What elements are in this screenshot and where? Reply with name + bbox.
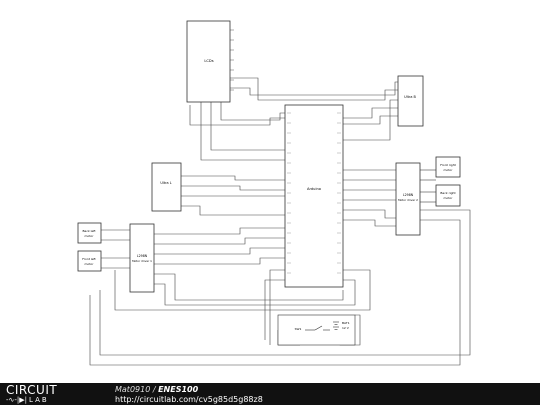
ultrasonic-l-component[interactable]: Ultra L xyxy=(151,162,182,212)
arduino-label: Arduino xyxy=(307,187,321,191)
motor-back-left-component[interactable]: Back left motor xyxy=(77,222,102,244)
motor-front-left-sublabel: motor xyxy=(84,262,94,266)
motor-front-right-component[interactable]: Front right motor xyxy=(435,156,461,178)
logo-top-text: CIRCUIT xyxy=(6,383,58,397)
motor-back-left-sublabel: motor xyxy=(84,234,94,238)
footer-bar: CIRCUIT -∿-|▶| LAB Mat0910 / ENES100 htt… xyxy=(0,383,540,405)
credit-block: Mat0910 / ENES100 http://circuitlab.com/… xyxy=(115,385,263,404)
motor-front-right-sublabel: motor xyxy=(443,168,453,172)
logo-bottom-text: LAB xyxy=(29,396,49,404)
lcd-pins xyxy=(230,29,234,91)
lcd-component[interactable]: LCDs xyxy=(186,20,234,103)
motor-back-left-label: Back left xyxy=(82,229,96,233)
battery-symbol xyxy=(333,321,339,330)
arduino-component[interactable]: Arduino xyxy=(284,104,344,288)
motor-driver-2-label: L298N xyxy=(403,193,414,197)
motor-front-right-label: Front right xyxy=(440,163,456,167)
resistor-icon: -∿-|▶| xyxy=(6,396,28,404)
circuit-url[interactable]: http://circuitlab.com/cv5g85d5g88z8 xyxy=(115,395,263,404)
switch-label: SW1 xyxy=(295,327,302,331)
title-separator: / xyxy=(150,385,159,394)
lcd-label: LCDs xyxy=(204,59,213,63)
motor-front-left-label: Front left xyxy=(82,257,96,261)
motor-back-right-component[interactable]: Back right motor xyxy=(435,184,461,207)
power-section[interactable]: SW1 BAT1 12 V xyxy=(277,314,356,346)
battery-value: 12 V xyxy=(342,326,350,330)
motor-driver-2-component[interactable]: L298N Motor driver 2 xyxy=(395,162,421,236)
motor-back-right-sublabel: motor xyxy=(443,196,453,200)
battery-label: BAT1 xyxy=(342,321,350,325)
wires xyxy=(89,77,471,366)
motor-front-left-component[interactable]: Front left motor xyxy=(77,250,102,272)
motor-driver-2-sublabel: Motor driver 2 xyxy=(398,198,418,202)
motor-back-right-label: Back right xyxy=(440,191,456,195)
switch-symbol xyxy=(305,325,330,331)
author-name[interactable]: Mat0910 xyxy=(115,385,151,394)
schematic-canvas[interactable]: LCDs Arduino xyxy=(0,0,540,383)
arduino-pins xyxy=(287,112,341,274)
ultrasonic-b-component[interactable]: Ultra B xyxy=(397,75,424,127)
motor-driver-1-component[interactable]: L298N Motor driver 1 xyxy=(129,223,155,293)
circuit-title[interactable]: ENES100 xyxy=(158,385,199,394)
circuitlab-logo[interactable]: CIRCUIT -∿-|▶| LAB xyxy=(6,384,57,404)
motor-driver-1-label: L298N xyxy=(137,254,148,258)
ultrasonic-b-label: Ultra B xyxy=(404,95,416,99)
motor-driver-1-sublabel: Motor driver 1 xyxy=(132,259,152,263)
ultrasonic-l-label: Ultra L xyxy=(160,181,171,185)
